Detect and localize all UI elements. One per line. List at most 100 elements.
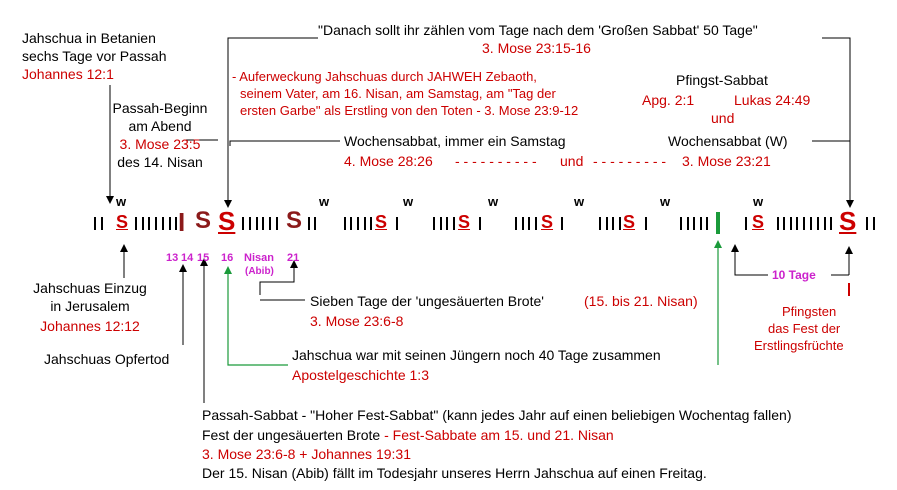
day-tick [308, 216, 310, 230]
day-tick [175, 216, 177, 230]
day-tick [479, 216, 481, 230]
day-tick [169, 216, 171, 230]
wochensabbat-dashes2: - - - - - - - - - [593, 153, 667, 169]
betanien-line1: Jahschua in Betanien [22, 30, 156, 46]
day-tick [645, 216, 647, 230]
auferweckung-line1: - Auferweckung Jahschuas durch JAHWEH Ze… [232, 69, 537, 84]
day-tick [783, 216, 785, 230]
day-tick [619, 216, 621, 230]
passah-beginn-ref: 3. Mose 23:5 [119, 136, 201, 152]
day-tick [790, 216, 792, 230]
day-tick [453, 216, 455, 230]
day-tick [515, 216, 517, 230]
auferweckung-line3: ersten Garbe" als Erstling von den Toten… [240, 103, 579, 118]
passah-beginn-line3: des 14. Nisan [117, 154, 203, 170]
day-label-nisan: Nisan [244, 252, 274, 264]
day-tick [803, 216, 805, 230]
sabbat-s-marker: S [116, 211, 129, 232]
day-label-15: 15 [197, 252, 210, 264]
passah-beginn-line1: Passah-Beginn [112, 100, 208, 116]
opfertod-text: Jahschuas Opfertod [44, 351, 170, 367]
einzug-line2: in Jerusalem [50, 298, 130, 314]
day-tick [866, 216, 868, 230]
day-tick [242, 216, 244, 230]
ungesaeuert-ref: 3. Mose 23:6-8 [310, 313, 404, 329]
day-tick [269, 216, 271, 230]
day-tick [522, 216, 524, 230]
bottom-line3: 3. Mose 23:6-8 + Johannes 19:31 [202, 446, 411, 462]
day-tick [745, 216, 747, 230]
wochensabbat-und: und [560, 153, 584, 169]
day-tick [606, 216, 608, 230]
sabbat-s-marker: S [752, 211, 765, 232]
betanien-line2: sechs Tage vor Passah [22, 48, 167, 64]
day-tick [535, 216, 537, 230]
bottom-line2-b: - Fest-Sabbate am 15. und 21. Nisan [380, 427, 614, 443]
day-tick [256, 216, 258, 230]
auferweckung-line2: seinem Vater, am 16. Nisan, am Samstag, … [240, 86, 556, 101]
day-tick [824, 216, 826, 230]
day-tick [599, 216, 601, 230]
wochensabbat-w-label: w [574, 194, 585, 209]
day-tick [810, 216, 812, 230]
day-tick [528, 216, 530, 230]
day-tick [680, 216, 682, 230]
sabbat-s-marker: S [458, 211, 471, 232]
sabbat-s-marker: S [286, 207, 303, 235]
betanien-ref: Johannes 12:1 [22, 66, 114, 82]
day-tick [440, 216, 442, 230]
day-tick [155, 216, 157, 230]
day-tick [796, 216, 798, 230]
bottom-line2: Fest der ungesäuerten Brote - Fest-Sabba… [202, 427, 614, 444]
day-label-13: 13 [166, 252, 179, 264]
day-tick [276, 216, 278, 230]
pfingst-sabbat-und: und [711, 110, 735, 126]
bottom-line2-a: Fest der ungesäuerten Brote [202, 427, 381, 443]
top-quote: "Danach sollt ihr zählen vom Tage nach d… [318, 22, 758, 38]
wochensabbat-w-label: w [319, 194, 330, 209]
passah-beginn-line2: am Abend [128, 118, 192, 134]
vierzig-ref: Apostelgeschichte 1:3 [292, 367, 429, 383]
day-tick [101, 216, 103, 230]
day-tick [370, 216, 372, 230]
pfingst-sabbat-ref2: Lukas 24:49 [734, 92, 811, 108]
day-tick [873, 216, 875, 230]
day-tick [433, 216, 435, 230]
day-tick [148, 216, 150, 230]
sabbat-s-marker: S [218, 205, 236, 236]
day-tick [364, 216, 366, 230]
pfingst-sabbat-title: Pfingst-Sabbat [676, 72, 768, 88]
day-tick [357, 216, 359, 230]
day-tick [706, 216, 708, 230]
day-tick [162, 216, 164, 230]
sabbat-s-marker: S [195, 207, 212, 235]
wochensabbat-right-label: Wochensabbat (W) [668, 133, 788, 149]
pfingsten-line3: Erstlingsfrüchte [754, 338, 844, 353]
wochensabbat-text: Wochensabbat, immer ein Samstag [344, 133, 566, 149]
pfingsten-line2: das Fest der [768, 321, 841, 336]
wochensabbat-w-label: w [660, 194, 671, 209]
wochensabbat-w-label: w [116, 194, 127, 209]
day-tick [249, 216, 251, 230]
day-tick [344, 216, 346, 230]
day-tick [561, 216, 563, 230]
sabbat-s-marker: S [839, 205, 857, 236]
wochensabbat-ref-left: 4. Mose 28:26 [344, 153, 433, 169]
day-tick [350, 216, 352, 230]
day-tick [262, 216, 264, 230]
vierzig-text: Jahschua war mit seinen Jüngern noch 40 … [292, 347, 661, 363]
day-tick [700, 216, 702, 230]
ungesaeuert-range: (15. bis 21. Nisan) [584, 293, 698, 309]
einzug-line1: Jahschuas Einzug [33, 280, 147, 296]
pfingsten-line1: Pfingsten [782, 304, 837, 319]
day-tick [142, 216, 144, 230]
bottom-line1: Passah-Sabbat - "Hoher Fest-Sabbat" (kan… [202, 407, 792, 423]
himmelfahrt-marker [716, 212, 720, 234]
day-tick [777, 216, 779, 230]
wochensabbat-w-label: w [403, 194, 414, 209]
sabbat-s-marker: S [541, 211, 554, 232]
day-tick [396, 216, 398, 230]
day-tick [314, 216, 316, 230]
